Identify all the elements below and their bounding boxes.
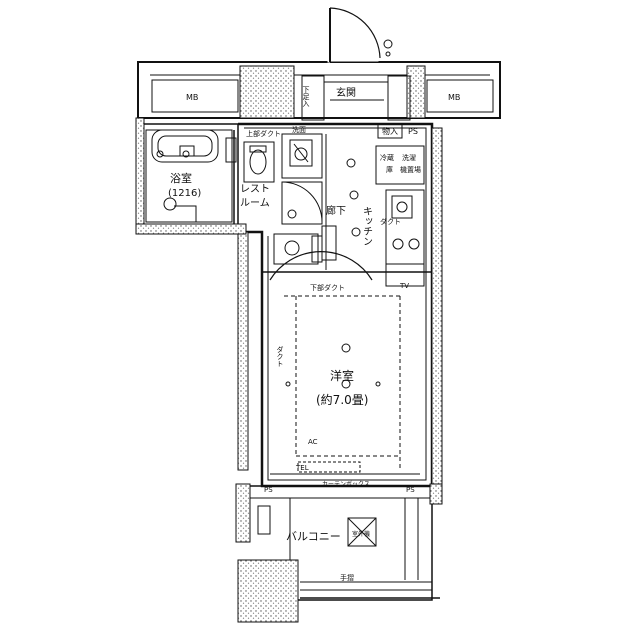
tel-label: TEL bbox=[295, 464, 309, 472]
balcony: PS PS バルコニー 室外機 手摺 bbox=[257, 486, 415, 582]
storage-label: 物入 bbox=[382, 126, 398, 136]
wall-hatching bbox=[135, 65, 443, 623]
western-room: 洋室 (約7.0畳) 下部ダクト ダクト TV TEL AC カーテンボックス bbox=[262, 251, 432, 488]
corridor-label: 廊下 bbox=[326, 204, 346, 217]
kitchen: 冷蔵 庫 洗濯 機置場 キッチン ダクト bbox=[361, 145, 425, 287]
ps-top-label: PS bbox=[408, 127, 418, 136]
lower-duct-label: 下部ダクト bbox=[310, 283, 345, 292]
upper-duct-label: 上部ダクト bbox=[246, 129, 281, 138]
curtain-box-label: カーテンボックス bbox=[322, 480, 370, 488]
mb-left-label: MB bbox=[186, 93, 198, 102]
ps-bottom-left-label: PS bbox=[264, 486, 273, 494]
meter-boxes: MB MB bbox=[151, 79, 494, 113]
western-room-label: 洋室 bbox=[330, 368, 354, 383]
shoe-box-label: 下足入 bbox=[302, 86, 310, 107]
restroom-label-2: ルーム bbox=[240, 197, 270, 209]
bathroom: 浴室 (1216) bbox=[151, 129, 219, 222]
side-duct-right-label: ダクト bbox=[380, 217, 401, 226]
handrail-label: 手摺 bbox=[340, 573, 354, 582]
balcony-label: バルコニー bbox=[286, 530, 341, 543]
bath-size-label: (1216) bbox=[168, 188, 201, 199]
outdoor-unit-label: 室外機 bbox=[352, 530, 370, 538]
washbasin-label: 洗面 bbox=[292, 125, 306, 134]
washer-label-2: 機置場 bbox=[400, 165, 421, 174]
entrance-area: 下足入 玄関 物入 PS bbox=[301, 75, 418, 139]
restroom-label-1: レスト bbox=[240, 184, 270, 195]
corridor: 廊下 bbox=[321, 134, 361, 270]
mb-right-label: MB bbox=[448, 93, 460, 102]
kitchen-label: キッチン bbox=[361, 206, 372, 246]
western-room-size: (約7.0畳) bbox=[316, 392, 368, 407]
fridge-label-2: 庫 bbox=[386, 165, 393, 174]
washroom: 洗面 bbox=[273, 125, 323, 265]
side-duct-left-label: ダクト bbox=[276, 345, 284, 367]
ps-bottom-right-label: PS bbox=[406, 486, 415, 494]
restroom: 上部ダクト レスト ルーム bbox=[225, 129, 281, 224]
ac-label: AC bbox=[308, 438, 318, 446]
washer-label-1: 洗濯 bbox=[402, 153, 416, 162]
entrance-door bbox=[327, 7, 393, 63]
entrance-label: 玄関 bbox=[336, 86, 356, 99]
tv-label: TV bbox=[399, 282, 409, 290]
bath-label: 浴室 bbox=[170, 171, 192, 185]
fridge-label-1: 冷蔵 bbox=[380, 153, 394, 162]
walls bbox=[137, 61, 501, 601]
